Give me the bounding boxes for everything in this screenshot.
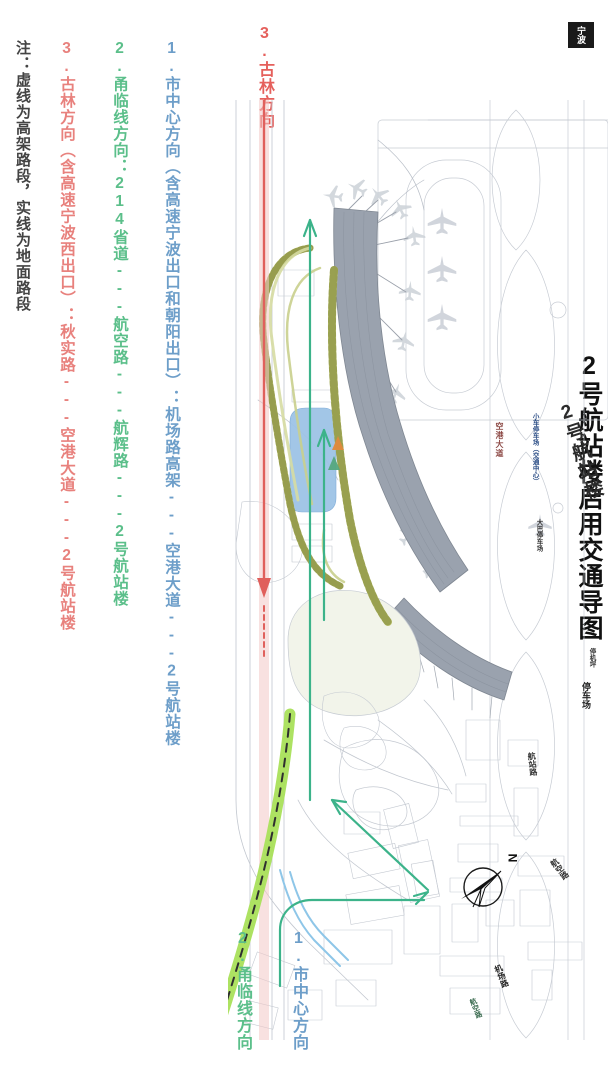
compass-rose: N bbox=[455, 854, 520, 915]
legend-route-1: 1.市中心方向（含高速宁波出口和朝阳出口）：机场路高架---空港大道---2号航… bbox=[163, 40, 180, 747]
compass-north-label: N bbox=[505, 853, 520, 863]
direction-label-yonglin: 2.甬临线方向 bbox=[234, 930, 251, 1051]
direction-label-city-center: 1.市中心方向 bbox=[290, 930, 307, 1051]
map-label-parking-t1: 停车场 bbox=[581, 682, 591, 709]
legend-note: 注：虚线为高架路段，实线为地面路段 bbox=[14, 40, 31, 312]
page-title: 2号航站楼启用交通导图 bbox=[575, 352, 603, 641]
map-label-apron: 停机坪 bbox=[588, 648, 595, 668]
legend-route-2: 2.甬临线方向：214省道---航空路---航辉路---2号航站楼 bbox=[111, 40, 128, 607]
map-label-konggang-ave: 空港大道 bbox=[495, 422, 504, 458]
publisher-seal: 宁波 bbox=[568, 22, 594, 48]
airport-map: 2号航站楼 1号航站楼 空港大道 小车停车场（交通中心） 大巴停车场 停车场 停… bbox=[228, 100, 608, 1040]
map-label-bus-parking: 大巴停车场 bbox=[535, 519, 542, 552]
legend-route-3: 3.古林方向（含高速宁波西出口）：秋实路---空港大道---2号航站楼 bbox=[58, 40, 75, 631]
map-label-parking-transport-center: 小车停车场（交通中心） bbox=[531, 413, 539, 485]
map-label-hangzhan-road: 航站路 bbox=[526, 751, 539, 777]
